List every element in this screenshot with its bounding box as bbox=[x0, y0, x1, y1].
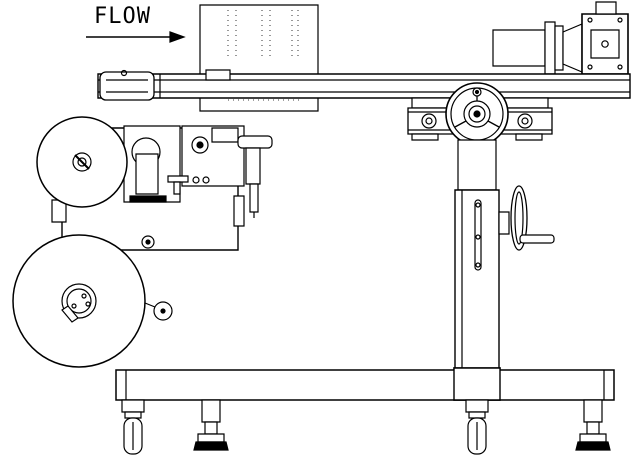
leveling-foot-right bbox=[576, 400, 610, 450]
handwheel-top bbox=[446, 83, 508, 145]
flow-arrow bbox=[86, 32, 184, 42]
leveling-foot-left bbox=[194, 400, 228, 450]
vertical-post bbox=[454, 140, 500, 400]
flow-label: FLOW bbox=[94, 4, 151, 29]
height-crank bbox=[499, 186, 554, 250]
label-reel-upper bbox=[37, 117, 127, 207]
caster-right bbox=[466, 400, 488, 454]
conveyor-motor bbox=[493, 2, 628, 74]
base-frame bbox=[116, 368, 614, 400]
rewind-reel-lower bbox=[13, 235, 172, 367]
caster-left bbox=[122, 400, 144, 454]
conveyor-rail bbox=[98, 70, 630, 100]
